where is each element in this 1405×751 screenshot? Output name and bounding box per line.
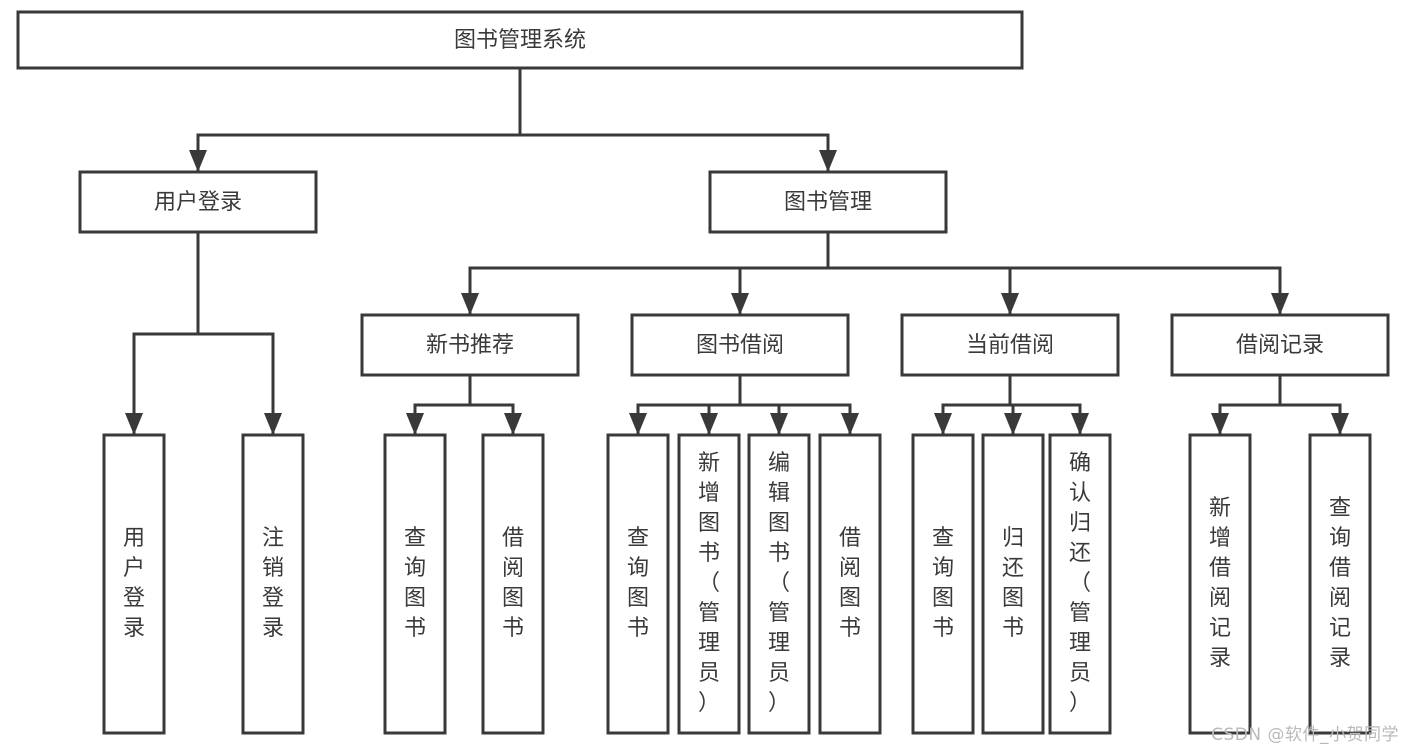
- node-leaf-query-record-rect: [1308, 433, 1372, 735]
- node-label-leaf-query-book-1: 查询图书: [404, 526, 426, 641]
- arrow-head-icon: [1001, 293, 1019, 315]
- arrow-head-icon: [406, 413, 424, 435]
- node-current-borrow-rect: [900, 313, 1120, 377]
- connector-layer: [125, 66, 1349, 436]
- node-leaf-query-book-1[interactable]: 查询图书: [383, 433, 447, 735]
- arrow-head-icon: [504, 413, 522, 435]
- node-leaf-user-logout-rect: [241, 433, 305, 735]
- node-leaf-query-book-1-rect: [383, 433, 447, 735]
- node-label-leaf-return-book: 归还图书: [1002, 526, 1024, 641]
- node-label-user-login: 用户登录: [154, 190, 242, 215]
- node-current-borrow[interactable]: 当前借阅: [900, 313, 1120, 377]
- arrow-head-icon: [1071, 413, 1089, 435]
- node-new-book-recommend-rect: [360, 313, 580, 377]
- node-label-book-borrow: 图书借阅: [696, 333, 784, 358]
- node-leaf-borrow-book-1[interactable]: 借阅图书: [481, 433, 545, 735]
- node-label-leaf-borrow-book-1: 借阅图书: [502, 526, 524, 641]
- node-label-leaf-query-record: 查询借阅记录: [1329, 496, 1351, 671]
- node-leaf-query-book-3[interactable]: 查询图书: [911, 433, 975, 735]
- node-leaf-confirm-return-rect: [1048, 433, 1112, 735]
- node-book-borrow[interactable]: 图书借阅: [630, 313, 850, 377]
- node-label-leaf-user-logout: 注销登录: [262, 526, 284, 641]
- node-leaf-user-login[interactable]: 用户登录: [102, 433, 166, 735]
- arrow-head-icon: [1331, 413, 1349, 435]
- node-leaf-query-record[interactable]: 查询借阅记录: [1308, 433, 1372, 735]
- node-leaf-return-book-rect: [981, 433, 1045, 735]
- node-leaf-confirm-return[interactable]: 确认归还（管理员）: [1048, 433, 1112, 735]
- node-leaf-query-book-3-rect: [911, 433, 975, 735]
- node-leaf-query-book-2-rect: [606, 433, 670, 735]
- node-new-book-recommend[interactable]: 新书推荐: [360, 313, 580, 377]
- node-leaf-add-book[interactable]: 新增图书（管理员）: [677, 433, 741, 735]
- node-leaf-borrow-book-2-rect: [818, 433, 882, 735]
- node-leaf-borrow-book-1-rect: [481, 433, 545, 735]
- arrow-head-icon: [461, 293, 479, 315]
- arrow-head-icon: [700, 413, 718, 435]
- node-book-manage-rect: [708, 170, 948, 234]
- node-leaf-add-record[interactable]: 新增借阅记录: [1188, 433, 1252, 735]
- node-label-book-manage: 图书管理: [784, 190, 872, 215]
- node-leaf-query-book-2[interactable]: 查询图书: [606, 433, 670, 735]
- node-label-borrow-record: 借阅记录: [1236, 333, 1324, 358]
- csdn-watermark: CSDN @软件_小贺同学: [1211, 725, 1399, 745]
- node-label-leaf-confirm-return: 确认归还（管理员）: [1069, 451, 1091, 716]
- node-leaf-edit-book[interactable]: 编辑图书（管理员）: [747, 433, 811, 735]
- arrow-head-icon: [629, 413, 647, 435]
- node-label-current-borrow: 当前借阅: [966, 333, 1054, 358]
- node-label-leaf-query-book-3: 查询图书: [932, 526, 954, 641]
- arrow-head-icon: [1004, 413, 1022, 435]
- node-leaf-return-book[interactable]: 归还图书: [981, 433, 1045, 735]
- node-book-borrow-rect: [630, 313, 850, 377]
- node-label-leaf-user-login: 用户登录: [123, 526, 145, 641]
- arrow-head-icon: [731, 293, 749, 315]
- node-label-root: 图书管理系统: [454, 28, 586, 53]
- node-borrow-record[interactable]: 借阅记录: [1170, 313, 1390, 377]
- node-borrow-record-rect: [1170, 313, 1390, 377]
- node-leaf-borrow-book-2[interactable]: 借阅图书: [818, 433, 882, 735]
- arrow-head-icon: [125, 413, 143, 435]
- node-leaf-user-login-rect: [102, 433, 166, 735]
- node-label-leaf-query-book-2: 查询图书: [627, 526, 649, 641]
- node-user-login[interactable]: 用户登录: [78, 170, 318, 234]
- arrow-head-icon: [264, 413, 282, 435]
- node-label-leaf-add-record: 新增借阅记录: [1209, 496, 1231, 671]
- node-leaf-user-logout[interactable]: 注销登录: [241, 433, 305, 735]
- arrow-head-icon: [934, 413, 952, 435]
- node-root-rect: [16, 10, 1024, 70]
- node-label-leaf-borrow-book-2: 借阅图书: [839, 526, 861, 641]
- arrow-head-icon: [189, 150, 207, 172]
- arrow-head-icon: [841, 413, 859, 435]
- node-book-manage[interactable]: 图书管理: [708, 170, 948, 234]
- node-leaf-add-record-rect: [1188, 433, 1252, 735]
- node-root[interactable]: 图书管理系统: [16, 10, 1024, 70]
- arrow-head-icon: [1211, 413, 1229, 435]
- node-leaf-edit-book-rect: [747, 433, 811, 735]
- node-layer: 图书管理系统用户登录图书管理新书推荐图书借阅当前借阅借阅记录用户登录注销登录查询…: [16, 10, 1390, 735]
- node-label-leaf-edit-book: 编辑图书（管理员）: [768, 451, 790, 716]
- node-label-leaf-add-book: 新增图书（管理员）: [698, 451, 720, 716]
- node-leaf-add-book-rect: [677, 433, 741, 735]
- node-label-new-book-recommend: 新书推荐: [426, 333, 514, 358]
- node-user-login-rect: [78, 170, 318, 234]
- arrow-head-icon: [770, 413, 788, 435]
- arrow-head-icon: [1271, 293, 1289, 315]
- arrow-head-icon: [819, 150, 837, 172]
